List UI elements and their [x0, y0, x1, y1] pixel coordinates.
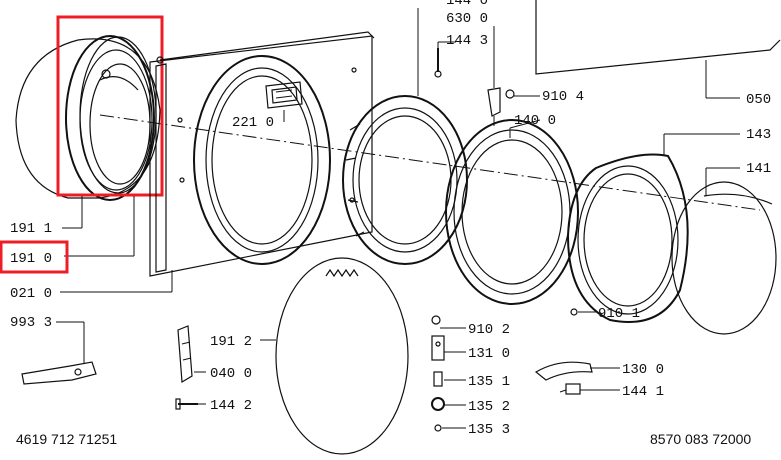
label-191-1: 191 1	[10, 221, 52, 237]
part-140-0-inner-ring	[445, 119, 579, 305]
label-135-2: 135 2	[468, 399, 510, 415]
part-143-frame-ring	[566, 153, 689, 323]
part-131-0-lock	[431, 335, 445, 361]
part-135-2-spring	[431, 397, 445, 411]
label-221-0: 221 0	[232, 115, 274, 131]
part-spring	[325, 268, 359, 278]
leader-lines	[56, 8, 740, 429]
part-993-3-tool	[21, 361, 97, 385]
label-141: 141	[746, 161, 771, 177]
label-135-3: 135 3	[468, 422, 510, 438]
label-144-2: 144 2	[210, 398, 252, 414]
center-axis	[99, 114, 761, 211]
label-910-1: 910 1	[598, 306, 640, 322]
part-191-0-door-ring	[65, 35, 155, 201]
label-143: 143	[746, 127, 771, 143]
label-040-0: 040 0	[210, 366, 252, 382]
label-144-1: 144 1	[622, 384, 664, 400]
label-910-4: 910 4	[542, 89, 584, 105]
label-140-0: 140 0	[514, 113, 556, 129]
label-130-0: 130 0	[622, 362, 664, 378]
label-993-3: 993 3	[10, 315, 52, 331]
part-191-2-round-cover	[275, 257, 409, 455]
footer-code-left: 4619 712 71251	[16, 431, 117, 447]
label-050: 050	[746, 92, 771, 108]
label-910-2: 910 2	[468, 322, 510, 338]
highlight-box-191-0-label	[0, 240, 69, 274]
footer-code-right: 8570 083 72000	[650, 431, 751, 447]
part-130-0-lever	[534, 361, 593, 381]
part-910-2-washer	[431, 315, 441, 325]
label-144-0: 144 0	[446, 0, 488, 9]
part-221-0-latch	[265, 81, 303, 109]
part-135-1-pin	[433, 371, 443, 387]
label-131-0: 131 0	[468, 346, 510, 362]
part-630-0-hinge-pin	[487, 87, 501, 126]
part-135-3-ring	[434, 424, 442, 432]
label-144-3: 144 3	[446, 33, 488, 49]
part-910-1-washer	[570, 308, 578, 316]
part-040-0-hinge	[177, 325, 193, 384]
label-630-0: 630 0	[446, 11, 488, 27]
label-135-1: 135 1	[468, 374, 510, 390]
part-144-2-screw	[175, 398, 198, 410]
highlight-box-191-0-ring	[56, 15, 164, 197]
part-144-1-clip	[559, 383, 581, 395]
part-021-0-front-panel	[149, 31, 375, 277]
label-021-0: 021 0	[10, 286, 52, 302]
label-191-0: 191 0	[10, 251, 52, 267]
part-144-3-screw	[434, 48, 442, 78]
part-141-glass	[671, 181, 777, 335]
part-labels: 144 0 630 0 144 3 910 4 050 140 0 143 14…	[10, 0, 771, 438]
part-910-4-washer	[505, 89, 515, 99]
label-191-2: 191 2	[210, 334, 252, 350]
part-050-top-panel	[535, 0, 781, 75]
